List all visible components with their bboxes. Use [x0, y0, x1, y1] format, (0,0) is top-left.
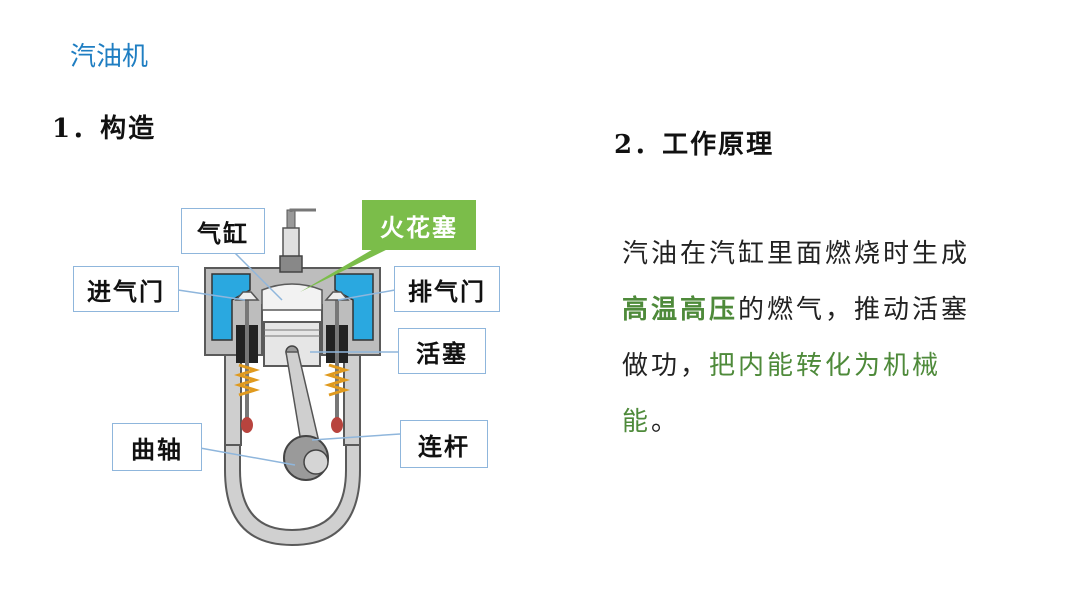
section-principle-heading: 2．工作原理	[614, 130, 775, 160]
label-connecting-rod: 连杆	[400, 420, 488, 468]
label-crankshaft: 曲轴	[112, 423, 202, 471]
crank-journal	[303, 449, 329, 475]
principle-paragraph: 汽油在汽缸里面燃烧时生成高温高压的燃气，推动活塞做功，把内能转化为机械能。	[622, 226, 982, 450]
exhaust-valve-spring	[323, 363, 351, 397]
intake-cam	[241, 417, 253, 433]
leader-connecting-rod	[311, 433, 401, 441]
coolant-jacket-left	[211, 273, 251, 341]
leader-exhaust-valve	[337, 289, 396, 301]
spark-plug-wire	[289, 208, 316, 212]
label-cylinder: 气缸	[181, 208, 265, 254]
leader-intake-valve	[177, 289, 246, 301]
intake-valve-spring	[233, 363, 261, 397]
intake-valve-head	[234, 291, 260, 301]
exhaust-cam	[331, 417, 343, 433]
cylinder-wall-left	[224, 354, 242, 446]
principle-text-1: 汽油在汽缸里面燃烧时生成	[622, 239, 971, 269]
leader-spark-plug	[300, 248, 390, 292]
combustion-chamber	[261, 283, 323, 311]
principle-highlight-high-temp-pressure: 高温高压	[622, 295, 739, 325]
leader-crankshaft	[199, 447, 296, 466]
section-structure-heading: 1．构造	[52, 114, 157, 144]
spark-plug-body	[279, 255, 303, 273]
spark-plug-terminal	[286, 209, 296, 231]
principle-text-3: 。	[651, 407, 681, 437]
label-spark-plug: 火花塞	[362, 200, 476, 250]
spark-plug-insulator	[282, 227, 300, 259]
page-title: 汽油机	[70, 42, 149, 72]
cylinder-wall-right	[343, 354, 361, 446]
label-piston: 活塞	[398, 328, 486, 374]
label-intake-valve: 进气门	[73, 266, 179, 312]
leader-cylinder	[231, 249, 283, 301]
label-exhaust-valve: 排气门	[394, 266, 500, 312]
coolant-jacket-right	[334, 273, 374, 341]
principle-text-2: 的燃气，推动活塞做功，	[622, 295, 971, 381]
principle-highlight-energy-conversion: 把内能转化为机械能	[622, 351, 942, 437]
